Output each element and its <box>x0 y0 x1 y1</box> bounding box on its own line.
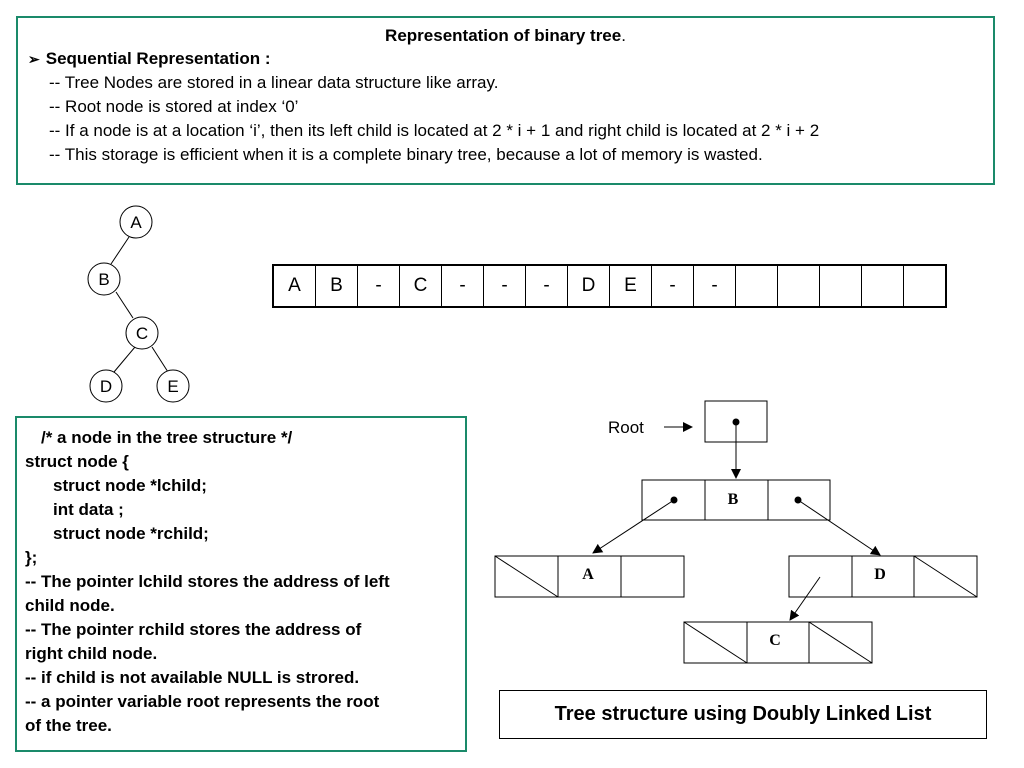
sequential-array: A B - C - - - D E - - <box>272 264 947 308</box>
array-cell: C <box>399 264 442 308</box>
tree-edge <box>110 236 130 265</box>
tree-node-label: B <box>98 270 109 289</box>
tree-node <box>89 369 123 403</box>
list-node-label: C <box>769 632 781 649</box>
array-cell <box>735 264 778 308</box>
code-line: int data ; <box>53 500 124 519</box>
intro-line: -- Tree Nodes are stored in a linear dat… <box>49 73 499 92</box>
root-label: Root <box>608 418 644 437</box>
subheading: ➢Sequential Representation : <box>28 49 271 68</box>
array-cell: - <box>693 264 736 308</box>
data-cell <box>851 555 915 598</box>
page-title: Representation of binary tree. <box>385 26 626 45</box>
array-cell: - <box>525 264 568 308</box>
null-slash <box>683 621 748 664</box>
tree-node <box>125 316 159 350</box>
tree-edge <box>151 346 169 373</box>
code-note: of the tree. <box>25 716 112 735</box>
tree-node-label: D <box>100 377 112 396</box>
intro-line: -- This storage is efficient when it is … <box>49 145 763 164</box>
code-note: child node. <box>25 596 115 615</box>
list-node-label: B <box>728 491 739 508</box>
tree-node-label: A <box>130 213 142 232</box>
code-line: struct node { <box>25 452 129 471</box>
array-cell <box>819 264 862 308</box>
array-cell <box>861 264 904 308</box>
data-cell <box>704 479 769 521</box>
array-cell: - <box>651 264 694 308</box>
array-cell: - <box>357 264 400 308</box>
code-box: /* a node in the tree structure */ struc… <box>15 416 467 752</box>
lchild-cell <box>788 555 853 598</box>
array-cell: D <box>567 264 610 308</box>
linked-list-diagram: B A D C <box>494 400 978 664</box>
list-node-label: A <box>582 566 594 583</box>
tree-node-label: E <box>167 377 178 396</box>
code-note: -- a pointer variable root represents th… <box>25 692 380 711</box>
array-cell: - <box>441 264 484 308</box>
null-slash <box>808 621 873 664</box>
tree-edge <box>115 291 134 319</box>
array-cell: - <box>483 264 526 308</box>
code-note: -- if child is not available NULL is str… <box>25 668 360 687</box>
code-line: struct node *lchild; <box>53 476 207 495</box>
code-note: -- The pointer rchild stores the address… <box>25 620 362 639</box>
array-cell <box>777 264 820 308</box>
intro-line: -- Root node is stored at index ‘0’ <box>49 97 299 116</box>
code-comment: /* a node in the tree structure */ <box>41 428 293 447</box>
intro-box: Representation of binary tree. ➢Sequenti… <box>16 16 995 185</box>
tree-node <box>87 262 121 296</box>
code-note: right child node. <box>25 644 158 663</box>
intro-line: -- If a node is at a location ‘i’, then … <box>49 121 820 140</box>
data-cell <box>557 555 622 598</box>
tree-node <box>119 205 153 239</box>
pointer-arrow <box>797 499 881 556</box>
rchild-cell <box>620 555 685 598</box>
tree-node-label: C <box>136 324 148 343</box>
null-slash <box>913 555 978 598</box>
array-cell <box>903 264 947 308</box>
binary-tree: A B C D E <box>87 205 190 403</box>
tree-edge <box>113 346 136 373</box>
code-line: struct node *rchild; <box>53 524 209 543</box>
pointer-arrow <box>592 499 675 554</box>
null-slash <box>494 555 559 598</box>
array-cell: B <box>315 264 358 308</box>
code-line: }; <box>25 548 38 567</box>
diagram-caption: Tree structure using Doubly Linked List <box>499 690 987 739</box>
list-node-label: D <box>874 566 886 583</box>
code-note: -- The pointer lchild stores the address… <box>25 572 390 591</box>
arrow-bullet-icon: ➢ <box>28 51 40 67</box>
tree-node <box>156 369 190 403</box>
pointer-arrow <box>789 576 821 621</box>
array-cell: E <box>609 264 652 308</box>
array-cell: A <box>272 264 316 308</box>
